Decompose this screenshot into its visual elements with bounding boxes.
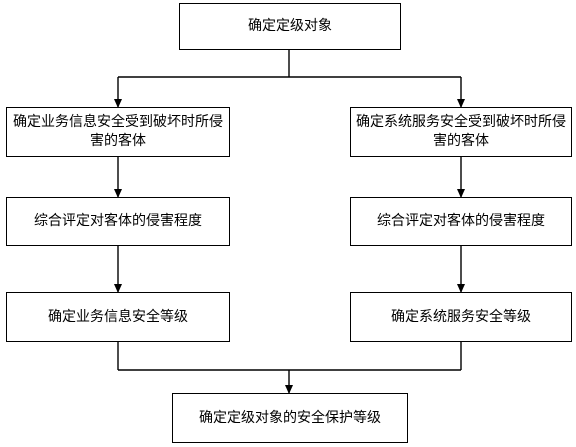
node-business-info-object-label: 确定业务信息安全受到破坏时所侵害的客体	[13, 114, 223, 149]
node-determine-target: 确定定级对象	[179, 3, 401, 50]
node-business-info-level: 确定业务信息安全等级	[6, 292, 230, 342]
node-service-harm-degree: 综合评定对客体的侵害程度	[350, 197, 572, 246]
node-business-info-level-label: 确定业务信息安全等级	[48, 308, 188, 325]
node-system-service-level-label: 确定系统服务安全等级	[391, 308, 531, 325]
node-system-service-level: 确定系统服务安全等级	[350, 292, 572, 342]
node-business-harm-degree: 综合评定对客体的侵害程度	[6, 197, 230, 246]
node-business-harm-degree-label: 综合评定对客体的侵害程度	[34, 213, 202, 229]
node-system-service-object-label: 确定系统服务安全受到破坏时所侵害的客体	[356, 114, 566, 149]
node-service-harm-degree-label: 综合评定对客体的侵害程度	[377, 213, 545, 229]
node-business-info-object: 确定业务信息安全受到破坏时所侵害的客体	[6, 107, 230, 157]
node-protection-level: 确定定级对象的安全保护等级	[172, 393, 408, 443]
node-determine-target-label: 确定定级对象	[248, 18, 332, 34]
node-system-service-object: 确定系统服务安全受到破坏时所侵害的客体	[350, 107, 572, 157]
node-protection-level-label: 确定定级对象的安全保护等级	[199, 409, 381, 426]
